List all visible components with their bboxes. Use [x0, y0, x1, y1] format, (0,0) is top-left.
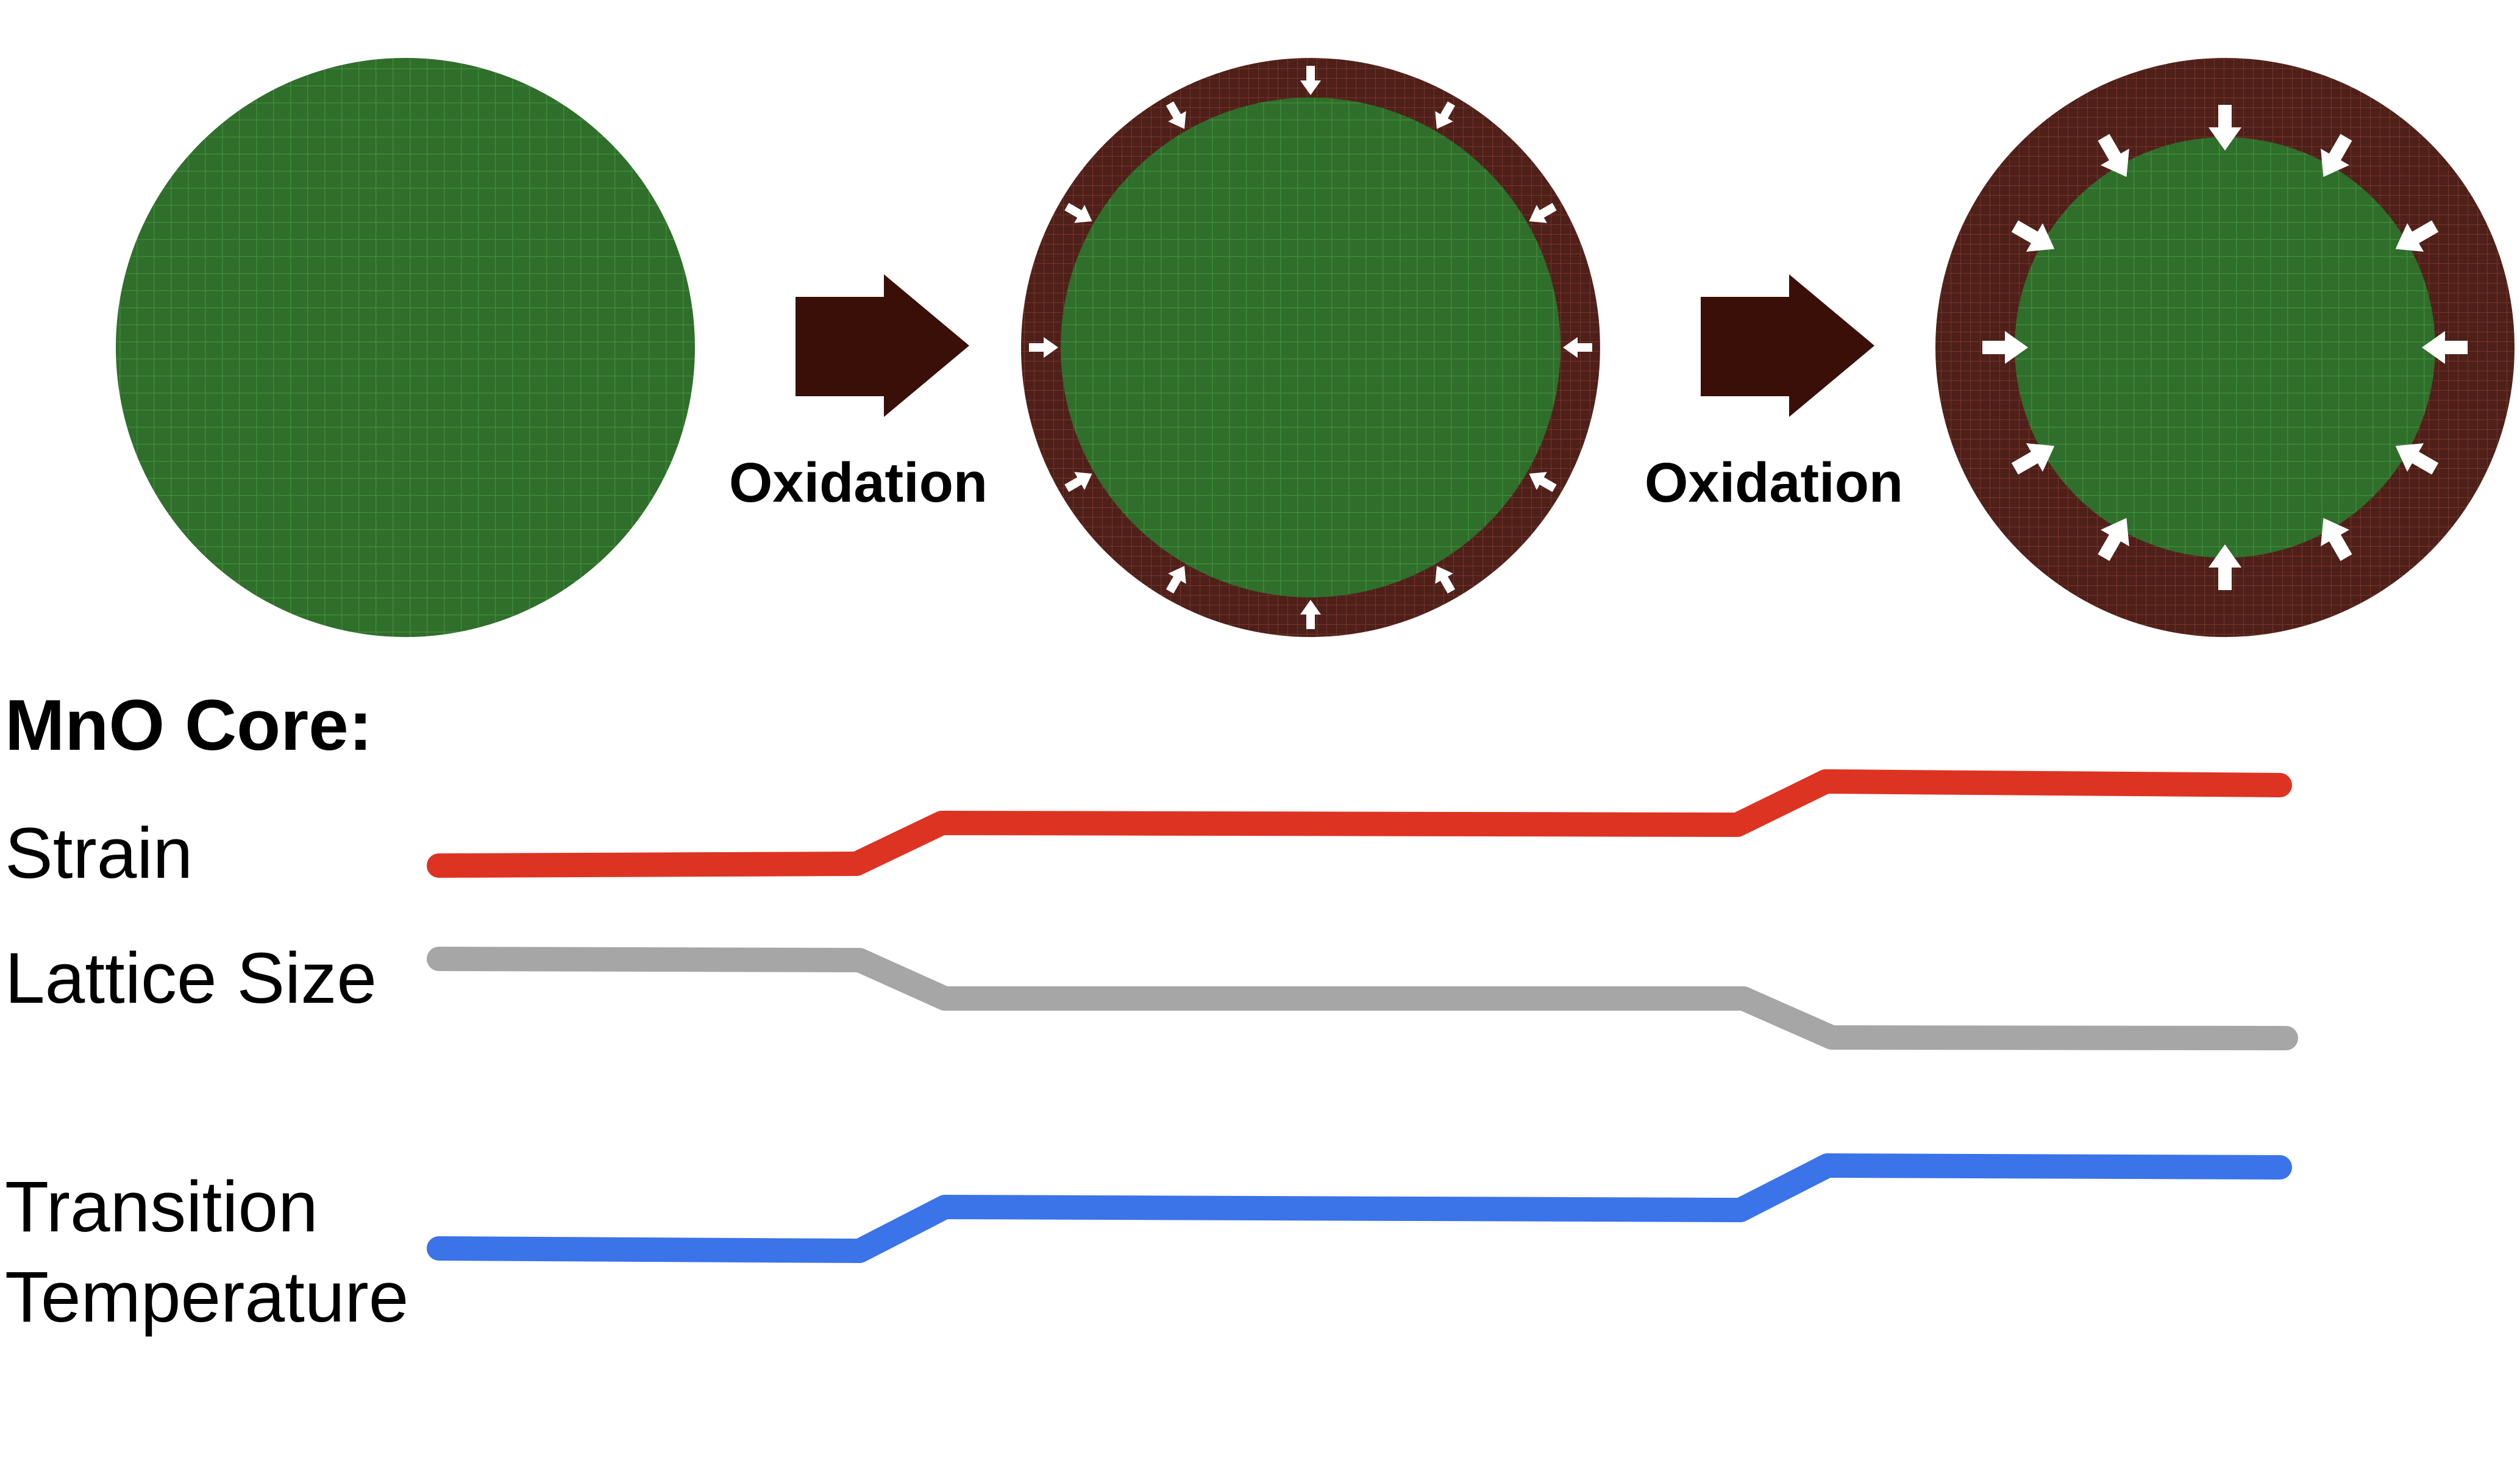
- compression-arrows: [1029, 66, 1592, 629]
- trend-label-transition-temperature: Transition Temperature: [5, 1167, 408, 1337]
- compression-arrow-icon: [2209, 544, 2241, 590]
- compression-arrow-icon: [1300, 66, 1321, 95]
- compression-arrow-icon: [2011, 443, 2055, 475]
- particle-stage-3: [1935, 58, 2515, 637]
- compression-arrow-icon: [2321, 133, 2352, 177]
- compression-arrow-icon: [2098, 133, 2129, 177]
- compression-arrow-icon: [1435, 566, 1456, 594]
- label-line-2: Temperature: [5, 1257, 408, 1337]
- compression-arrow-icon: [1029, 337, 1058, 358]
- step-label-1: Oxidation: [729, 452, 988, 514]
- step-label-2: Oxidation: [1645, 452, 1903, 514]
- trend-label-lattice-size: Lattice Size: [5, 938, 377, 1019]
- trend-label-strain: Strain: [5, 813, 193, 894]
- mno-core: [1061, 98, 1561, 597]
- compression-arrow-icon: [1435, 101, 1456, 129]
- compression-arrows: [1982, 105, 2468, 590]
- mno-core: [116, 58, 695, 637]
- mno-core: [2015, 137, 2435, 558]
- compression-arrow-icon: [1166, 101, 1186, 129]
- trend-line-lattice-size: [427, 947, 2298, 1050]
- compression-arrow-icon: [1166, 566, 1186, 594]
- compression-arrow-icon: [2209, 105, 2241, 151]
- label-line-1: Transition: [5, 1167, 318, 1247]
- trend-line-transition-temperature: [427, 1153, 2292, 1263]
- compression-arrow-icon: [2395, 220, 2439, 252]
- compression-arrow-icon: [2098, 518, 2129, 561]
- compression-arrow-icon: [1064, 202, 1092, 223]
- step-1: Oxidation: [729, 274, 988, 514]
- particle-stage-2: [1021, 58, 1600, 637]
- compression-arrow-icon: [1529, 472, 1557, 493]
- step-arrow-2: [1701, 274, 1874, 417]
- trend-line-strain: [427, 769, 2292, 878]
- compression-arrow-icon: [1300, 600, 1321, 629]
- compression-arrow-icon: [1982, 331, 2028, 364]
- compression-arrow-icon: [1064, 472, 1092, 493]
- step-arrow-1: [796, 274, 969, 417]
- compression-arrow-icon: [2321, 518, 2352, 561]
- compression-arrow-icon: [2395, 443, 2439, 475]
- compression-arrow-icon: [1563, 337, 1592, 358]
- compression-arrow-icon: [2422, 331, 2468, 364]
- particle-stage-1: [116, 58, 695, 637]
- compression-arrow-icon: [2011, 220, 2055, 252]
- section-title: MnO Core:: [5, 685, 372, 766]
- step-2: Oxidation: [1645, 274, 1903, 514]
- compression-arrow-icon: [1529, 202, 1557, 223]
